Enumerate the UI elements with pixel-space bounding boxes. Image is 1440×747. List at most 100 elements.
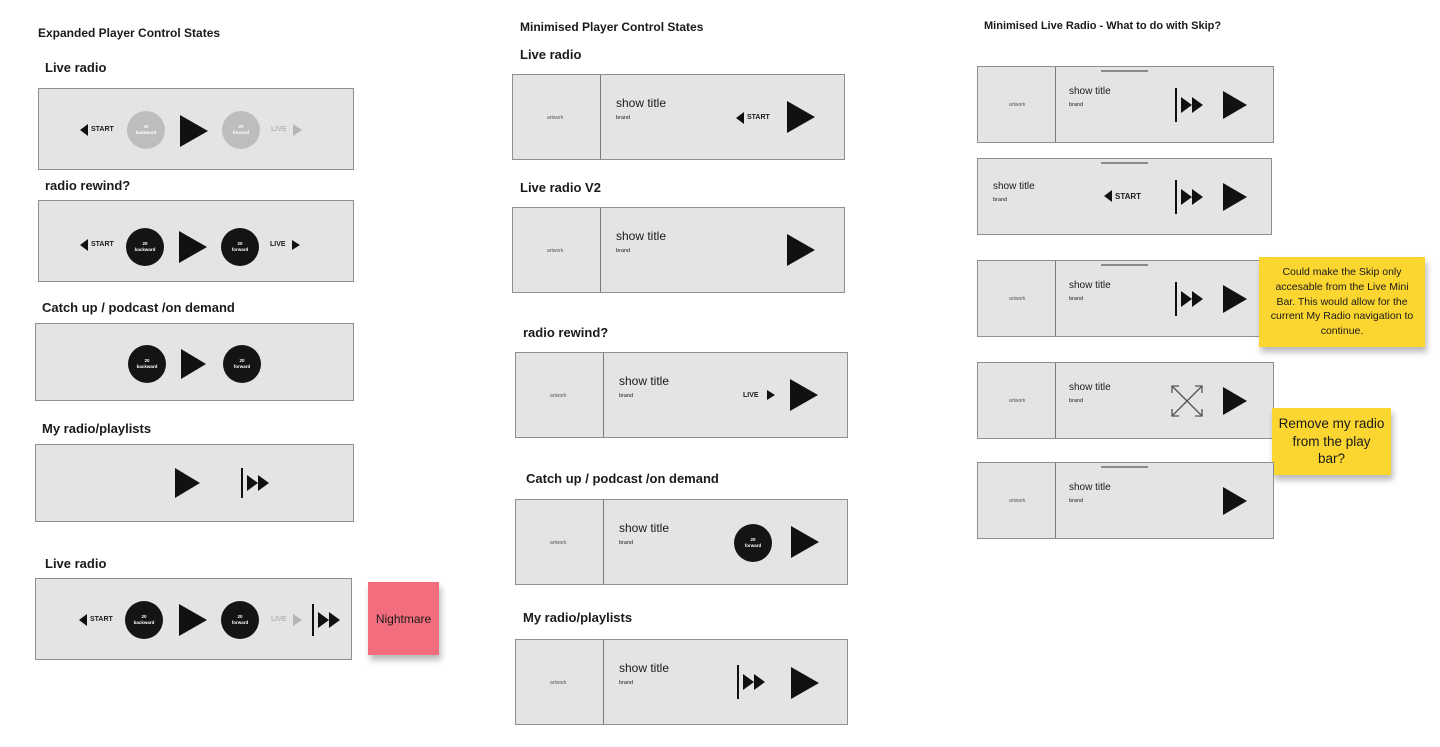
fast-forward-icon <box>1192 291 1203 307</box>
mini-section-label-catch-up: Catch up / podcast /on demand <box>526 471 719 486</box>
start-arrow-icon <box>736 112 744 124</box>
section-label-catch-up: Catch up / podcast /on demand <box>42 300 235 315</box>
section-label-live-radio: Live radio <box>45 60 107 75</box>
sticky-note-remove-my-radio[interactable]: Remove my radio from the play bar? <box>1272 408 1391 475</box>
mini-section-label-my-radio: My radio/playlists <box>523 610 633 625</box>
play-icon[interactable] <box>787 234 815 266</box>
start-label[interactable]: START <box>747 114 770 121</box>
fast-forward-icon <box>1181 291 1192 307</box>
brand-label: brand <box>1069 102 1084 108</box>
play-icon[interactable] <box>1223 91 1247 119</box>
play-icon[interactable] <box>787 101 815 133</box>
mini-player-radio-rewind: artwork show title brand LIVE <box>515 352 848 438</box>
drag-handle[interactable] <box>1101 264 1148 266</box>
start-label[interactable]: START <box>91 126 114 133</box>
show-title: show title <box>619 521 670 535</box>
live-arrow-icon <box>293 614 302 626</box>
live-arrow-icon <box>293 124 302 136</box>
live-label[interactable]: LIVE <box>270 241 286 248</box>
play-icon[interactable] <box>1223 487 1247 515</box>
expanded-column-heading: Expanded Player Control States <box>38 26 221 40</box>
play-icon[interactable] <box>1223 183 1247 211</box>
skip-button[interactable] <box>241 468 269 498</box>
artwork-placeholder: artwork <box>547 115 564 121</box>
brand-label: brand <box>619 680 634 686</box>
brand-label: brand <box>616 115 631 121</box>
play-icon[interactable] <box>1223 387 1247 415</box>
start-arrow-icon <box>79 614 87 626</box>
brand-label: brand <box>993 197 1008 203</box>
skip-option-5: artwork show title brand <box>977 462 1274 539</box>
drag-handle[interactable] <box>1101 70 1148 72</box>
skip-button[interactable] <box>1175 282 1203 316</box>
drag-handle[interactable] <box>1101 162 1148 164</box>
skip-button[interactable] <box>1175 88 1203 122</box>
brand-label: brand <box>619 393 634 399</box>
show-title: show title <box>993 181 1035 192</box>
mini-section-label-live-radio-v2: Live radio V2 <box>520 180 601 195</box>
mini-section-label-live-radio: Live radio <box>520 47 582 62</box>
play-icon[interactable] <box>180 115 208 147</box>
mini-player-live-radio-v2: artwork show title brand <box>512 207 845 293</box>
play-icon[interactable] <box>1223 285 1247 313</box>
show-title: show title <box>616 229 667 243</box>
start-label[interactable]: START <box>91 241 114 248</box>
play-icon[interactable] <box>790 379 818 411</box>
show-title: show title <box>1069 482 1111 493</box>
sticky-note-nightmare[interactable]: Nightmare <box>368 582 439 655</box>
start-arrow-icon <box>80 124 88 136</box>
drag-handle[interactable] <box>1101 466 1148 468</box>
skip-option-1: artwork show title brand <box>977 66 1274 143</box>
play-icon[interactable] <box>181 349 206 379</box>
expand-icon[interactable] <box>1169 383 1205 419</box>
skip-column-heading: Minimised Live Radio - What to do with S… <box>984 20 1222 32</box>
skip-option-3: artwork show title brand <box>977 260 1274 337</box>
fast-forward-icon <box>1181 97 1192 113</box>
skip-button[interactable] <box>737 665 765 699</box>
fast-forward-icon <box>1192 189 1203 205</box>
start-label[interactable]: START <box>1115 192 1142 201</box>
play-icon[interactable] <box>179 604 207 636</box>
section-label-my-radio: My radio/playlists <box>42 421 152 436</box>
fast-forward-icon <box>329 612 340 628</box>
artwork-placeholder: artwork <box>550 540 567 546</box>
live-label[interactable]: LIVE <box>271 126 287 133</box>
live-label[interactable]: LIVE <box>271 616 287 623</box>
skip-bar-icon <box>241 468 243 498</box>
sticky-note-skip-suggestion[interactable]: Could make the Skip only accesable from … <box>1259 257 1425 347</box>
skip-bar-icon <box>1175 282 1177 316</box>
fast-forward-icon <box>743 674 754 690</box>
live-arrow-icon <box>292 240 300 250</box>
minimised-column-heading: Minimised Player Control States <box>520 20 704 34</box>
skip-button[interactable] <box>1175 180 1203 214</box>
fast-forward-icon <box>1192 97 1203 113</box>
live-label[interactable]: LIVE <box>743 392 759 399</box>
fast-forward-icon <box>754 674 765 690</box>
play-icon[interactable] <box>175 468 200 498</box>
section-label-live-radio-2: Live radio <box>45 556 107 571</box>
artwork-placeholder: artwork <box>1009 398 1026 404</box>
artwork-placeholder: artwork <box>550 680 567 686</box>
play-icon[interactable] <box>791 526 819 558</box>
skip-option-4: artwork show title brand <box>977 362 1274 439</box>
play-icon[interactable] <box>791 667 819 699</box>
show-title: show title <box>616 96 667 110</box>
section-label-radio-rewind: radio rewind? <box>45 178 131 193</box>
play-icon[interactable] <box>179 231 207 263</box>
fast-forward-icon <box>318 612 329 628</box>
skip-button[interactable] <box>312 604 340 636</box>
start-label[interactable]: START <box>90 616 113 623</box>
